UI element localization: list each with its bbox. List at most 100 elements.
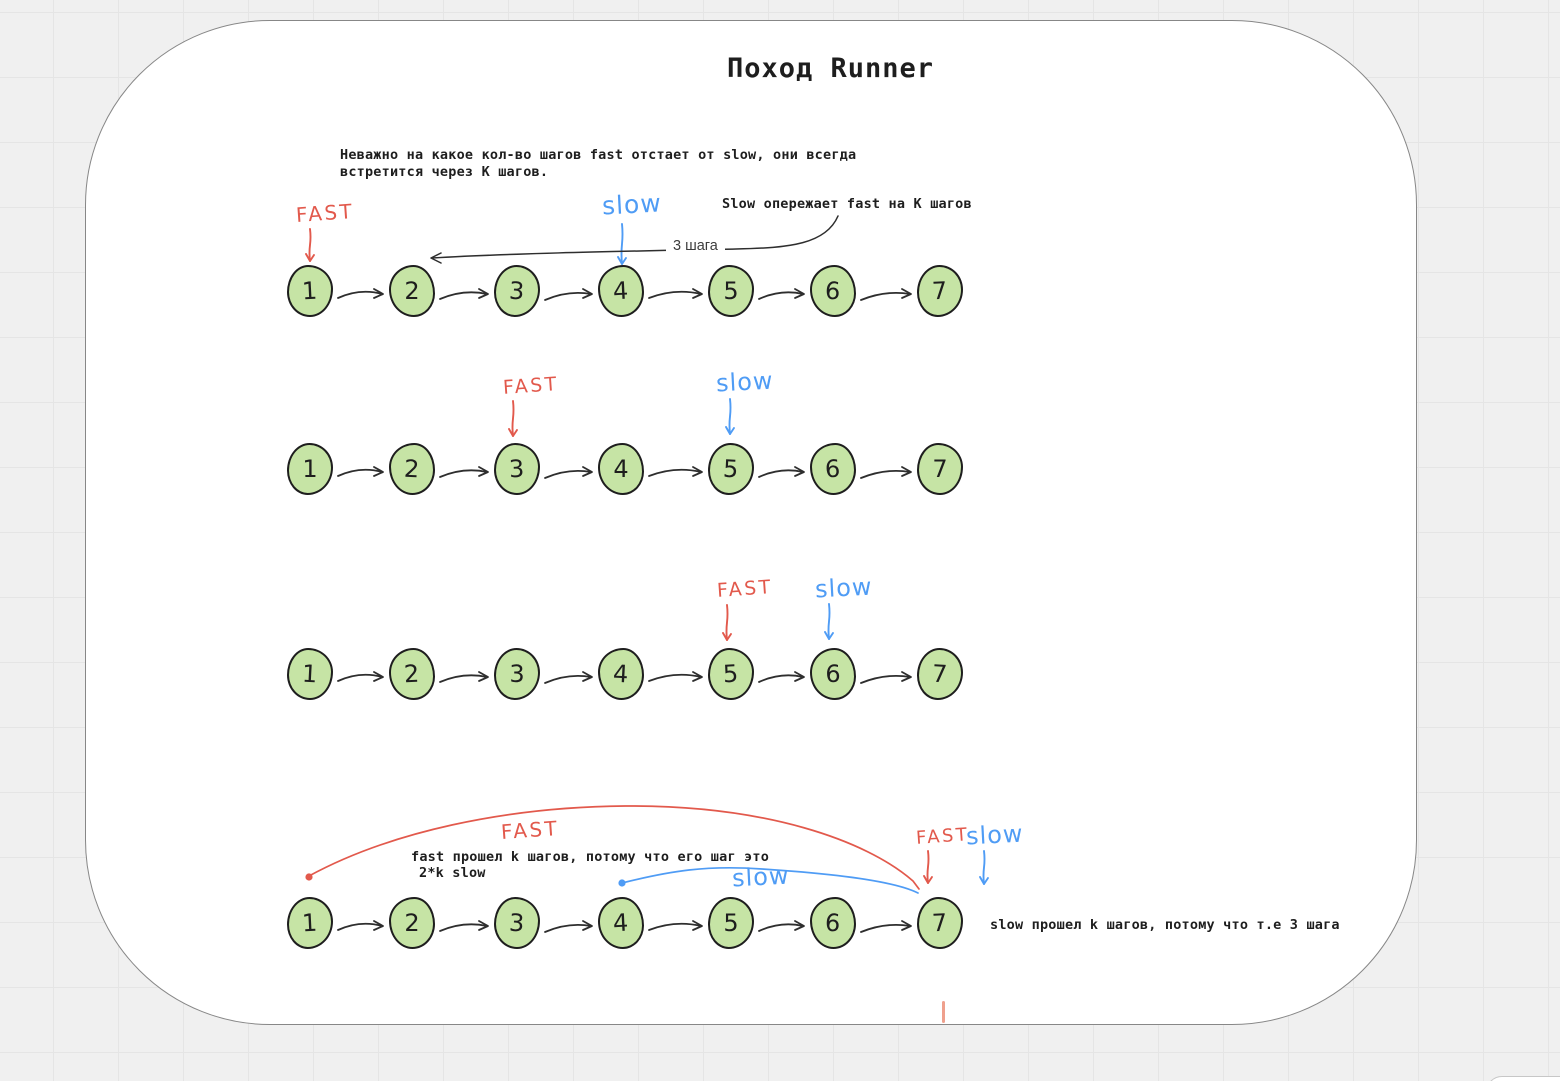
fast-note-line1[interactable]: fast прошел k шагов, потому что его шаг … xyxy=(411,849,770,865)
list-node[interactable]: 5 xyxy=(708,897,754,949)
list-node[interactable]: 3 xyxy=(494,897,540,949)
next-arrow[interactable] xyxy=(337,468,383,477)
next-arrow[interactable] xyxy=(544,469,592,479)
next-arrow[interactable] xyxy=(544,674,592,684)
next-arrowhead[interactable] xyxy=(373,671,384,682)
list-node[interactable]: 5 xyxy=(708,648,754,700)
list-node[interactable]: 4 xyxy=(598,265,644,317)
slow-pointer-arrow[interactable] xyxy=(982,850,986,885)
next-arrowhead[interactable] xyxy=(373,466,384,477)
next-arrowhead[interactable] xyxy=(582,920,593,931)
page-title[interactable]: Поход Runner xyxy=(727,53,935,84)
next-arrowhead[interactable] xyxy=(478,920,489,931)
intro-note-line2[interactable]: встретится через K шагов. xyxy=(340,164,549,180)
fast-pointer-arrow[interactable] xyxy=(725,604,729,641)
list-node[interactable]: 2 xyxy=(389,265,435,317)
next-arrow[interactable] xyxy=(337,673,383,682)
fast-pointer-arrow[interactable] xyxy=(926,850,930,884)
next-arrow[interactable] xyxy=(860,674,911,684)
red-tick-mark[interactable] xyxy=(942,1001,945,1023)
next-arrow[interactable] xyxy=(758,923,804,932)
slow-pointer-arrowhead[interactable] xyxy=(824,631,834,640)
slow-pointer-arrowhead[interactable] xyxy=(725,426,735,435)
fast-note-line2[interactable]: 2*k slow xyxy=(419,865,486,881)
next-arrowhead[interactable] xyxy=(373,920,384,931)
list-node[interactable]: 3 xyxy=(494,443,540,495)
slow-pointer-label[interactable]: slow xyxy=(814,572,874,604)
list-node[interactable]: 4 xyxy=(598,648,644,700)
next-arrowhead[interactable] xyxy=(692,466,703,477)
next-arrowhead[interactable] xyxy=(692,288,703,299)
next-arrowhead[interactable] xyxy=(478,288,489,299)
next-arrowhead[interactable] xyxy=(901,920,912,931)
list-node[interactable]: 7 xyxy=(917,897,963,949)
next-arrowhead[interactable] xyxy=(794,288,805,299)
next-arrowhead[interactable] xyxy=(582,671,593,682)
next-arrowhead[interactable] xyxy=(582,288,593,299)
steps-arrow-label[interactable]: 3 шага xyxy=(666,237,725,255)
whiteboard-sheet[interactable] xyxy=(85,20,1417,1025)
next-arrow[interactable] xyxy=(337,922,383,931)
secondary-sheet-corner[interactable] xyxy=(1486,1076,1560,1081)
next-arrow[interactable] xyxy=(439,291,488,300)
slow-pointer-label[interactable]: slow xyxy=(965,819,1025,851)
slow-pointer-label[interactable]: slow xyxy=(601,188,663,221)
next-arrow[interactable] xyxy=(648,290,702,299)
next-arrowhead[interactable] xyxy=(478,671,489,682)
next-arrowhead[interactable] xyxy=(901,288,912,299)
fast-pointer-arrowhead[interactable] xyxy=(722,632,732,641)
next-arrowhead[interactable] xyxy=(478,466,489,477)
slow-pointer-arrow[interactable] xyxy=(728,398,732,435)
list-node[interactable]: 2 xyxy=(389,897,435,949)
next-arrow[interactable] xyxy=(544,923,592,933)
fast-pointer-arrow[interactable] xyxy=(308,228,312,262)
next-arrow[interactable] xyxy=(860,291,911,301)
next-arrowhead[interactable] xyxy=(692,671,703,682)
next-arrow[interactable] xyxy=(337,290,383,299)
next-arrow[interactable] xyxy=(648,468,702,477)
slow-pointer-arrow[interactable] xyxy=(620,223,624,265)
list-node[interactable]: 4 xyxy=(598,897,644,949)
intro-note-line1[interactable]: Неважно на какое кол-во шагов fast отста… xyxy=(340,147,857,163)
list-node[interactable]: 7 xyxy=(917,443,963,495)
slow-pointer-arrowhead[interactable] xyxy=(979,876,989,885)
list-node[interactable]: 5 xyxy=(708,443,754,495)
next-arrow[interactable] xyxy=(648,673,702,682)
list-node[interactable]: 1 xyxy=(287,648,333,700)
k-steps-arrowhead[interactable] xyxy=(430,252,442,264)
slow-note[interactable]: slow прошел k шагов, потому что т.е 3 ша… xyxy=(990,917,1340,933)
next-arrow[interactable] xyxy=(860,923,911,933)
next-arrow[interactable] xyxy=(439,674,488,683)
next-arrow[interactable] xyxy=(860,469,911,479)
list-node[interactable]: 1 xyxy=(287,265,333,317)
next-arrowhead[interactable] xyxy=(794,920,805,931)
next-arrowhead[interactable] xyxy=(794,671,805,682)
next-arrow[interactable] xyxy=(439,923,488,932)
slow-travel-curve[interactable] xyxy=(621,866,919,894)
next-arrow[interactable] xyxy=(439,469,488,478)
fast-curve-label[interactable]: FAST xyxy=(500,815,561,845)
fast-pointer-label[interactable]: FAST xyxy=(915,824,971,849)
fast-pointer-label[interactable]: FAST xyxy=(295,198,356,228)
fast-travel-curve[interactable] xyxy=(308,805,920,890)
slow-pointer-arrowhead[interactable] xyxy=(617,256,627,265)
next-arrow[interactable] xyxy=(758,469,804,478)
list-node[interactable]: 7 xyxy=(917,648,963,700)
next-arrow[interactable] xyxy=(544,291,592,301)
slow-pointer-arrow[interactable] xyxy=(827,603,831,640)
next-arrowhead[interactable] xyxy=(373,288,384,299)
list-node[interactable]: 1 xyxy=(287,443,333,495)
list-node[interactable]: 5 xyxy=(708,265,754,317)
next-arrowhead[interactable] xyxy=(582,466,593,477)
list-node[interactable]: 6 xyxy=(810,265,856,317)
fast-curve-endpoint[interactable] xyxy=(305,873,313,881)
list-node[interactable]: 6 xyxy=(810,648,856,700)
next-arrowhead[interactable] xyxy=(794,466,805,477)
next-arrowhead[interactable] xyxy=(901,671,912,682)
list-node[interactable]: 4 xyxy=(598,443,644,495)
next-arrowhead[interactable] xyxy=(692,920,703,931)
list-node[interactable]: 2 xyxy=(389,648,435,700)
fast-pointer-arrowhead[interactable] xyxy=(508,428,518,437)
fast-pointer-arrow[interactable] xyxy=(511,400,515,437)
list-node[interactable]: 3 xyxy=(494,265,540,317)
